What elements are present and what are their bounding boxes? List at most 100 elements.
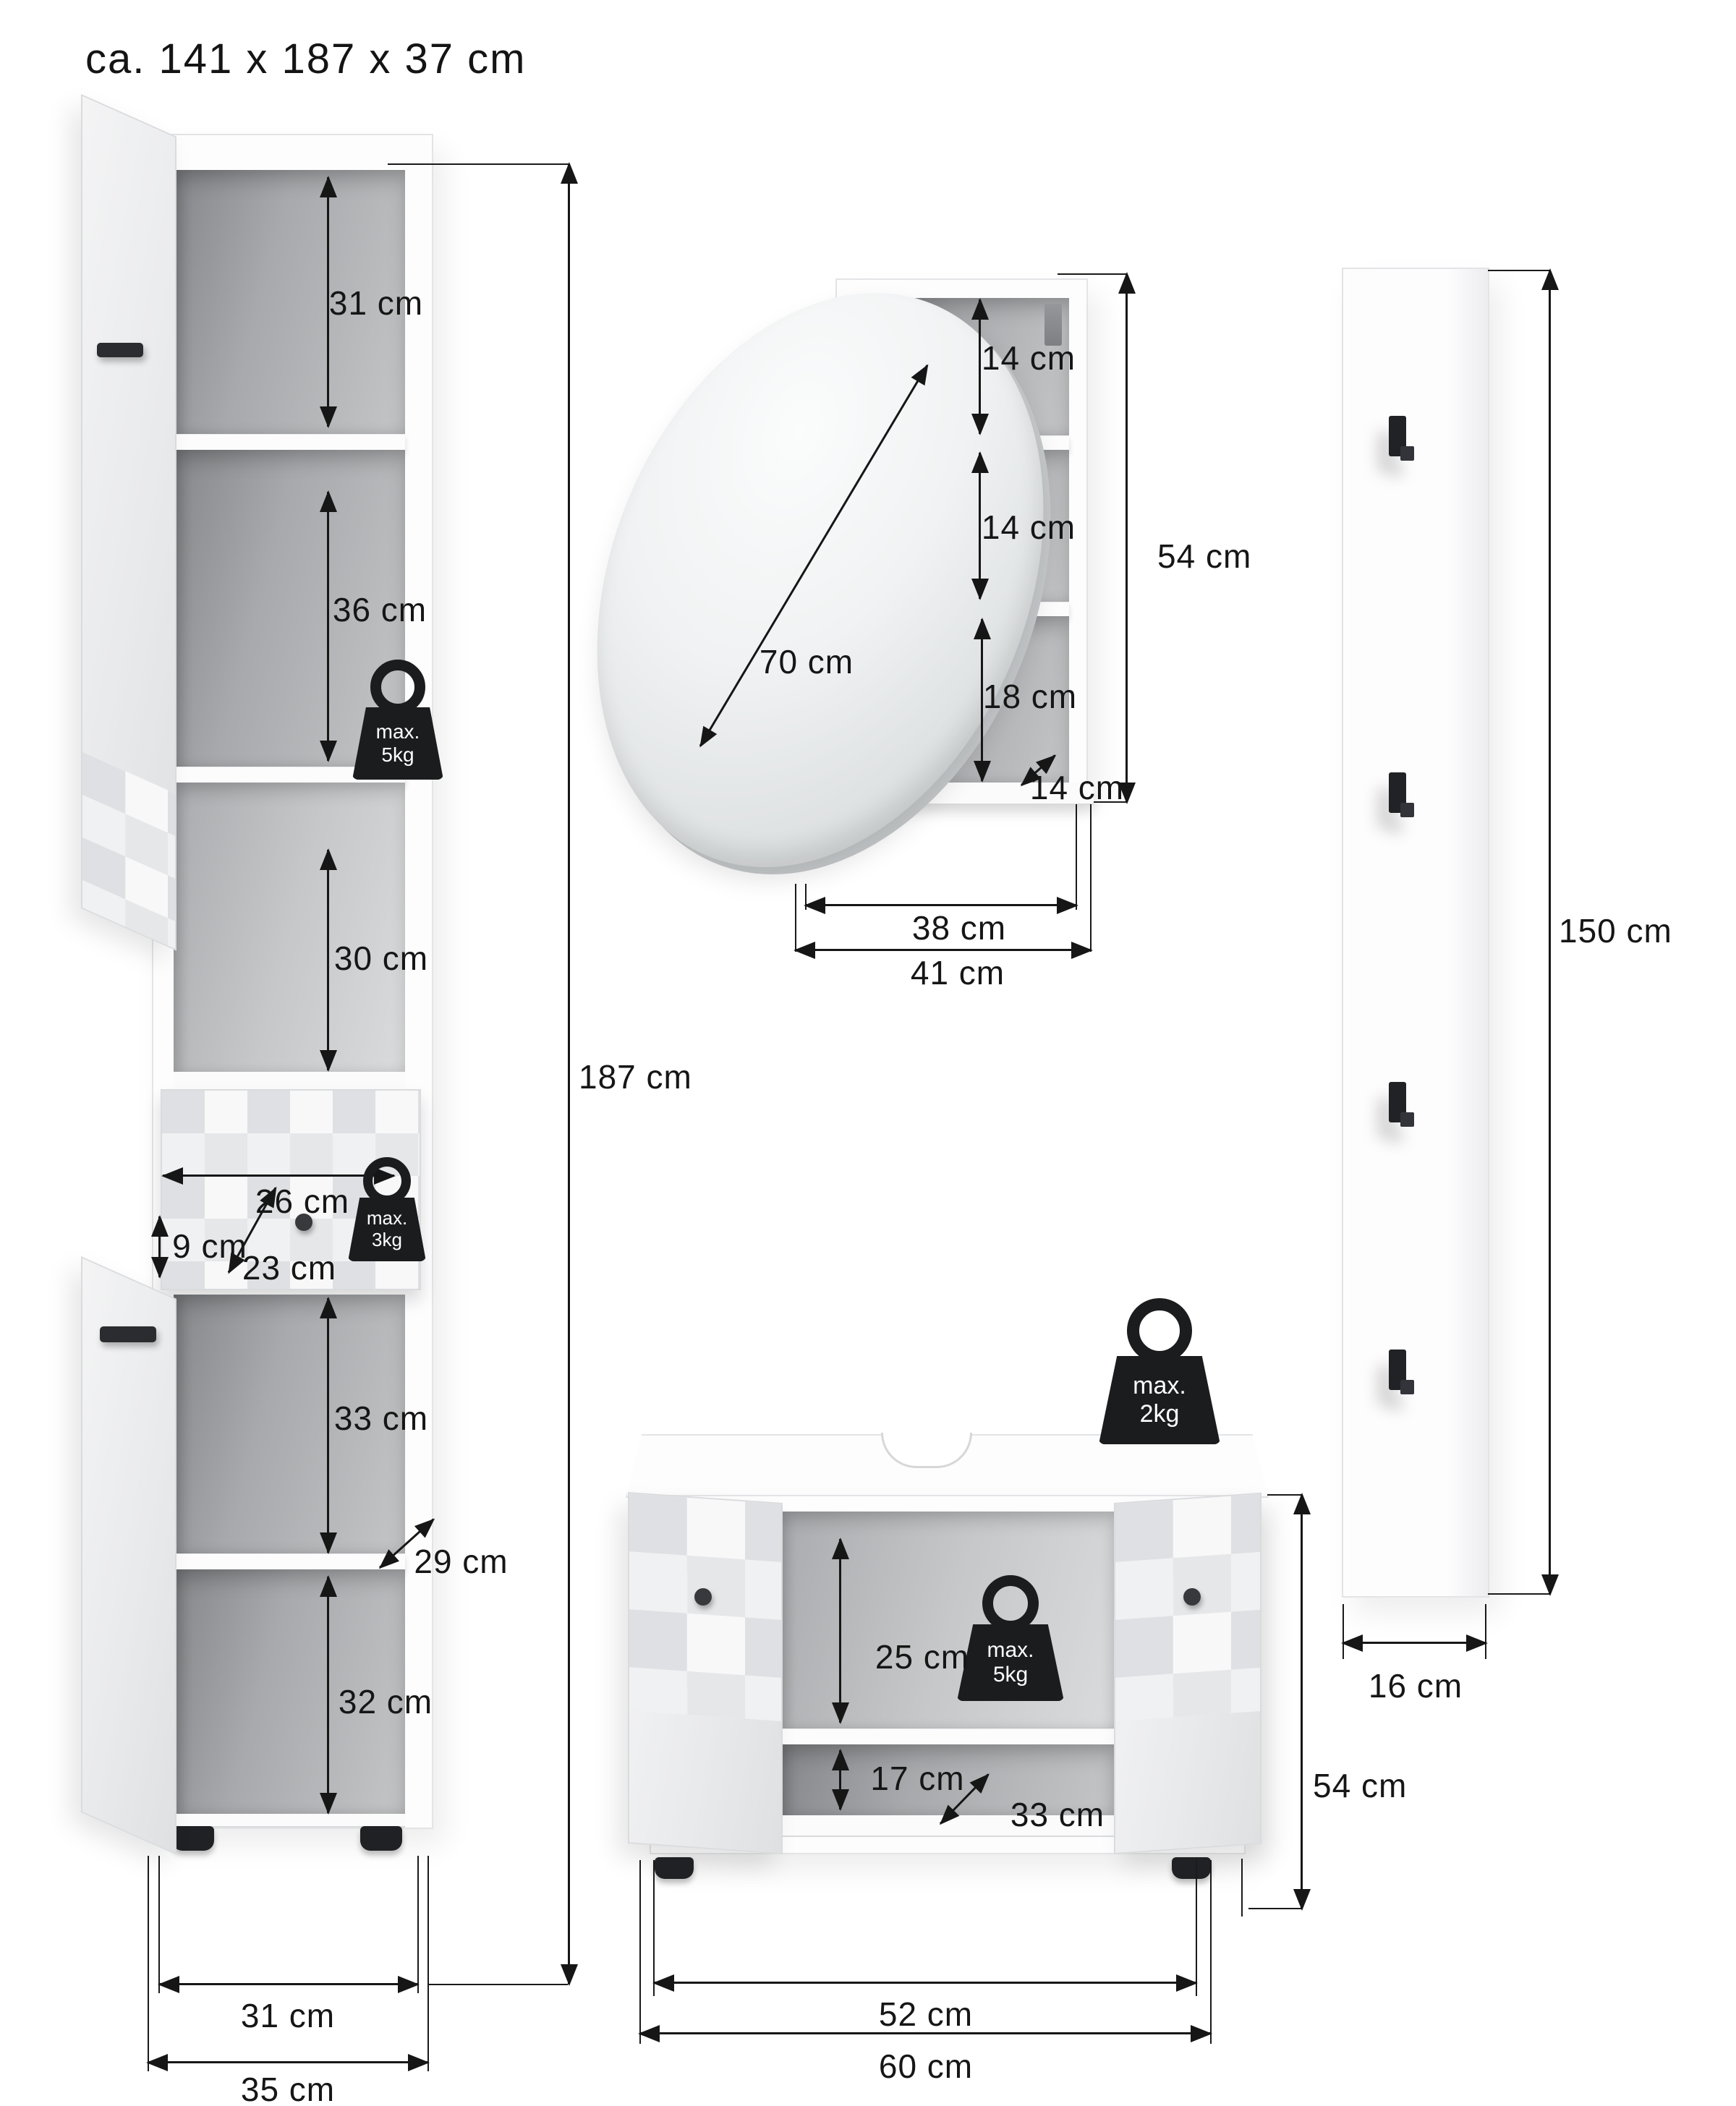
dim-arrow-54cm-vanity (1301, 1494, 1303, 1909)
dim-label-9cm: 9 cm (172, 1227, 247, 1265)
extension-line (158, 1856, 160, 1993)
tall-cabinet-compartment-top (174, 170, 405, 434)
extension-line (1485, 1604, 1486, 1659)
dim-label-36cm: 36 cm (332, 591, 427, 628)
dim-arrow-25cm (839, 1539, 841, 1723)
extension-line (1094, 801, 1127, 803)
extension-line (639, 1860, 641, 2044)
dim-label-32cm: 32 cm (338, 1683, 433, 1721)
weight-limit-icon: max. 3kg (347, 1157, 427, 1261)
dim-arrow-14cm-middle (979, 453, 981, 599)
dim-arrow-150cm (1549, 270, 1551, 1595)
dim-label-26cm: 26 cm (255, 1182, 350, 1220)
wall-mount-bracket (1044, 304, 1062, 346)
dim-arrow-187cm (568, 163, 570, 1984)
weight-limit-icon: max. 5kg (351, 660, 445, 780)
weight-body: max. 3kg (348, 1198, 426, 1261)
cabinet-foot (360, 1826, 402, 1851)
door-pattern (629, 1493, 781, 1721)
extension-line (1488, 1593, 1550, 1595)
cabinet-foot (172, 1826, 214, 1851)
weight-text: max. (366, 1207, 408, 1229)
coat-hook-icon (1386, 772, 1415, 824)
extension-line (1343, 1604, 1344, 1659)
dim-label-52cm: 52 cm (878, 1995, 974, 2033)
weight-ring (982, 1575, 1039, 1632)
door-handle (97, 343, 143, 357)
dim-arrow-33cm (327, 1298, 329, 1553)
dim-arrow-14cm-top (979, 299, 981, 434)
coat-hook-icon (1386, 1082, 1415, 1134)
dim-label-outer-width: 35 cm (240, 2071, 336, 2106)
dim-label-17cm: 17 cm (870, 1760, 965, 1797)
extension-line (148, 1856, 149, 2071)
dim-arrow-18cm (981, 619, 983, 781)
weight-text: 5kg (992, 1663, 1029, 1687)
dim-arrow-36cm (327, 492, 329, 761)
weight-ring (1127, 1298, 1192, 1363)
coat-hook-icon (1386, 416, 1415, 468)
dim-arrow-inner-width (159, 1983, 418, 1985)
vanity-left-door-open (628, 1492, 783, 1854)
tall-cabinet-open-niche (174, 783, 405, 1072)
extension-line (427, 1856, 429, 2071)
door-knob (1183, 1588, 1201, 1606)
fixed-board (174, 1072, 405, 1091)
door-knob (694, 1588, 712, 1606)
wall-hook-panel (1342, 268, 1489, 1598)
dim-label-60cm: 60 cm (878, 2047, 974, 2085)
extension-line (795, 884, 796, 952)
coat-hook-icon (1386, 1350, 1415, 1402)
extension-line (1248, 1908, 1301, 1909)
door-pattern (1115, 1493, 1260, 1721)
weight-body: max. 2kg (1099, 1356, 1220, 1444)
dim-arrow-60cm (639, 2032, 1211, 2034)
cabinet-foot (655, 1857, 694, 1879)
dim-arrow-9cm (158, 1216, 161, 1277)
weight-body: max. 5kg (957, 1624, 1064, 1701)
shelf (780, 1728, 1114, 1747)
dim-label-14cm-depth: 14 cm (1029, 769, 1125, 806)
extension-line (1196, 1860, 1197, 1996)
upper-door-open (81, 94, 176, 951)
dim-arrow-31cm (327, 177, 329, 427)
weight-ring (370, 660, 425, 715)
weight-text: max. (1133, 1371, 1186, 1399)
dim-arrow-54cm-mirror (1126, 273, 1128, 803)
dim-label-150cm: 150 cm (1559, 912, 1672, 950)
dim-arrow-52cm (654, 1982, 1196, 1984)
cabinet-foot (1172, 1857, 1211, 1879)
weight-limit-icon: max. 2kg (1098, 1298, 1221, 1444)
weight-text: 5kg (381, 743, 414, 766)
extension-line (1076, 804, 1077, 910)
dim-label-14cm-top: 14 cm (981, 339, 1076, 377)
weight-text: 3kg (372, 1229, 402, 1250)
extension-line (1210, 1860, 1212, 2044)
extension-line (429, 1984, 568, 1985)
lower-door-open (81, 1256, 176, 1855)
dim-label-54cm-vanity: 54 cm (1313, 1767, 1408, 1804)
dim-label-70cm: 70 cm (759, 643, 854, 681)
weight-limit-icon: max. 5kg (956, 1575, 1065, 1701)
dim-arrow-16cm (1343, 1642, 1486, 1644)
dim-label-33cm: 33 cm (333, 1399, 429, 1437)
dim-label-23cm: 23 cm (242, 1249, 337, 1287)
dim-label-29cm: 29 cm (414, 1543, 509, 1580)
dim-arrow-38cm (805, 904, 1077, 906)
weight-text: 2kg (1139, 1400, 1180, 1428)
extension-line (417, 1856, 419, 1993)
dim-arrow-41cm (795, 949, 1092, 951)
dim-label-30cm: 30 cm (333, 939, 429, 977)
vanity-right-door-open (1114, 1492, 1261, 1854)
extension-line (388, 163, 569, 165)
dim-label-41cm: 41 cm (910, 954, 1005, 992)
bottom-board (174, 1814, 405, 1828)
page-title: ca. 141 x 187 x 37 cm (85, 35, 527, 82)
dim-label-33cm-depth: 33 cm (1010, 1796, 1105, 1833)
dim-label-31cm: 31 cm (328, 284, 424, 322)
tall-cabinet-compartment-lower (174, 1295, 405, 1553)
dim-label-16cm: 16 cm (1368, 1667, 1463, 1705)
dim-label-18cm: 18 cm (982, 678, 1078, 715)
door-handle (100, 1326, 156, 1342)
